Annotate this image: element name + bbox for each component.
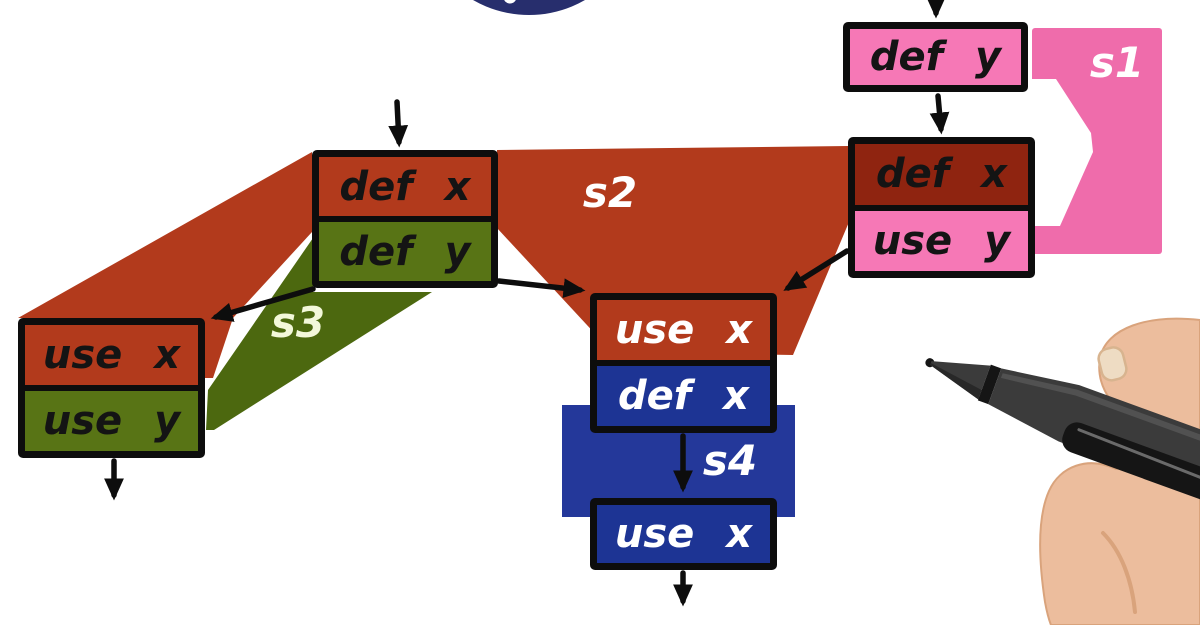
flow-arrow-into-def-x-def-y [388,99,409,148]
chain-label-s4: s4 [702,436,758,485]
hand [925,317,1200,625]
statement-row: def x [319,157,491,216]
var-text: y [984,217,1011,264]
statement-row: def y [319,216,491,281]
chain-band-s2-left [18,152,312,378]
var-text: x [723,373,749,419]
var-text: y [444,228,471,275]
statement-row: use x [25,325,198,385]
var-text: x [444,163,471,210]
statement-box-use-x-def-x: use x def x [590,293,777,433]
var-text: x [154,332,181,378]
flow-arrow-to-use-x-use-y [210,286,316,322]
statement-row: use x [597,300,770,360]
op-text: def [618,373,692,419]
var-text: x [726,307,753,353]
chain-band-s3 [206,238,432,430]
op-text: use [614,307,695,353]
statement-row: def x [855,144,1028,205]
chain-label-s2: s2 [582,168,638,217]
statement-box-def-y: def y [843,22,1028,92]
op-text: def [339,163,413,210]
statement-box-def-x-use-y: def x use y [848,137,1035,278]
statement-row: use x [597,505,770,563]
partial-circle-notch [504,0,516,4]
statement-row: use y [855,204,1028,271]
fingernail [1097,346,1128,382]
var-text: x [726,511,753,557]
op-text: use [42,398,123,444]
statement-box-use-x-bottom: use x [590,498,777,570]
statement-row: def x [597,360,770,426]
stylus-pen [925,358,1200,510]
op-text: def [876,151,950,198]
statement-row: def y [850,29,1021,85]
op-text: use [872,217,953,264]
op-text: def [339,228,413,275]
chain-label-s3: s3 [270,298,326,347]
var-text: y [154,398,181,444]
pen-cone-shadow [930,363,982,400]
statement-box-def-x-def-y: def x def y [312,150,498,288]
pen-barrel-highlight [1000,373,1200,463]
chain-band-s1-notch [1032,79,1093,226]
op-text: use [42,332,123,378]
statement-box-use-x-use-y: use x use y [18,318,205,458]
flow-arrow-def-y-to-def-x [929,93,950,135]
pen-ring [977,364,1002,405]
statement-row: use y [25,385,198,451]
var-text: y [975,34,1002,80]
op-text: use [614,511,695,557]
pen-clip-gloss [1077,428,1200,490]
var-text: x [981,151,1007,198]
op-text: def [869,34,944,80]
pen-clip [1062,422,1200,510]
flow-arrow-right-to-use-x [783,248,850,291]
partial-circle-logo [473,0,585,15]
finger-crease [1101,531,1137,614]
flow-arrow-mid-to-use-x [496,278,586,299]
chain-label-s1: s1 [1089,38,1145,87]
